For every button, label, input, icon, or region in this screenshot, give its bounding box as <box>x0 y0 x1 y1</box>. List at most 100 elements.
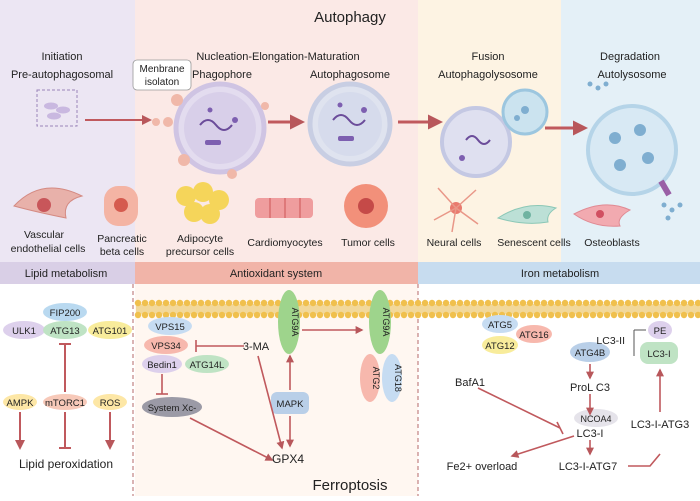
atg18-node <box>382 354 402 402</box>
cell-illustrations <box>13 182 632 233</box>
ros-label: ROS <box>100 398 121 409</box>
atg4b-node <box>570 342 610 362</box>
atg2-node <box>360 354 380 402</box>
vascular-label-1: Vascular <box>24 229 65 241</box>
iron-metabolism-header: Iron metabolism <box>521 268 599 280</box>
pancreatic-label-1: Pancreatic <box>97 233 147 245</box>
ulk1-node <box>3 321 45 339</box>
atg9a-left-label: ATG9A <box>290 308 300 337</box>
autolysosome-label: Autolysosome <box>597 69 666 81</box>
pre-autophagosomal-structure <box>36 89 78 127</box>
phagophore-label: Phagophore <box>192 69 252 81</box>
atg101-node <box>88 321 132 339</box>
autophagolysosome-illustration <box>440 88 549 178</box>
atg16-node <box>516 325 552 343</box>
autolysosome-illustration <box>586 81 683 221</box>
atg14l-node <box>185 355 229 373</box>
lipid-peroxidation-label: Lipid peroxidation <box>19 457 113 471</box>
pe-label: PE <box>654 326 667 337</box>
prol-c3-label: ProL C3 <box>570 382 610 394</box>
autophagy-title: Autophagy <box>314 9 386 26</box>
mtorc1-node <box>43 394 87 410</box>
gpx4-label: GPX4 <box>272 452 304 466</box>
vascular-label-2: endothelial cells <box>11 243 86 255</box>
atg13-label: ATG13 <box>50 326 79 337</box>
membrane-isolation-box <box>132 59 192 91</box>
adipocyte-label-2: precursor cells <box>166 246 234 258</box>
mtorc1-label: mTORC1 <box>45 398 85 409</box>
system-xc-label: System Xc- <box>148 403 197 414</box>
degradation-label: Degradation <box>600 51 660 63</box>
lc3-i-box-label: LC3-I <box>647 349 670 360</box>
pre-autophagosomal-label: Pre-autophagosomal <box>11 69 113 81</box>
antioxidant-header-bar <box>135 262 418 284</box>
autophagolysosome-label: Autophagolysosome <box>438 69 538 81</box>
atg13-node <box>43 321 87 339</box>
vps34-node <box>144 336 188 354</box>
atg9a-left-node <box>278 290 300 354</box>
ampk-node <box>3 394 37 410</box>
ncoa4-node <box>574 409 618 427</box>
vps15-label: VPS15 <box>155 322 185 333</box>
lc3-i-label: LC3-I <box>577 428 604 440</box>
mapk-node <box>271 392 309 414</box>
fe2-overload-label: Fe2+ overload <box>447 461 518 473</box>
senescent-label: Senescent cells <box>497 237 571 249</box>
iron-header-bar <box>418 262 700 284</box>
atg2-label: ATG2 <box>371 367 381 390</box>
atg14l-label: ATG14L <box>190 360 225 371</box>
flow-arrows-top <box>85 114 588 136</box>
lipid-bilayer-membrane <box>134 299 700 319</box>
atg16-label: ATG16 <box>519 330 548 341</box>
fip200-node <box>43 303 87 321</box>
bafa1-label: BafA1 <box>455 377 485 389</box>
ncoa4-label: NCOA4 <box>580 414 611 424</box>
initiation-label: Initiation <box>42 51 83 63</box>
mapk-label: MAPK <box>277 399 305 410</box>
ulk1-label: ULK1 <box>12 326 36 337</box>
system-xc-node <box>142 397 202 417</box>
three-ma-label: 3-MA <box>243 341 270 353</box>
iron-pathway <box>477 315 678 467</box>
atg5-label: ATG5 <box>488 320 512 331</box>
membrane-isolation-label-1: Menbrane <box>139 64 184 75</box>
adipocyte-label-1: Adipocyte <box>177 233 223 245</box>
ros-node <box>93 394 127 410</box>
pe-node <box>648 321 672 339</box>
nucleation-label: Nucleation-Elongation-Maturation <box>196 51 359 63</box>
atg18-label: ATG18 <box>393 364 403 392</box>
ampk-label: AMPK <box>7 398 35 409</box>
lc3-i-box-node <box>640 342 678 364</box>
ferroptosis-title: Ferroptosis <box>312 477 387 494</box>
atg12-label: ATG12 <box>485 341 514 352</box>
osteoblasts-label: Osteoblasts <box>584 237 639 249</box>
membrane-isolation-label-2: isolaton <box>145 77 179 88</box>
antioxidant-pathway <box>142 290 402 461</box>
bedin1-node <box>142 355 182 373</box>
lipid-metabolism-header: Lipid metabolism <box>25 268 108 280</box>
fusion-label: Fusion <box>471 51 504 63</box>
bedin1-label: Bedin1 <box>147 360 177 371</box>
lipid-header-bar <box>0 262 135 284</box>
neural-label: Neural cells <box>427 237 482 249</box>
fip200-label: FIP200 <box>50 308 81 319</box>
vps15-node <box>148 317 192 335</box>
lc3-i-atg3-label: LC3-I-ATG3 <box>631 419 689 431</box>
atg101-label: ATG101 <box>93 326 128 337</box>
lc3-i-atg7-label: LC3-I-ATG7 <box>559 461 617 473</box>
cardiomyocytes-label: Cardiomyocytes <box>247 237 322 249</box>
lc3-ii-label: LC3-II <box>596 335 625 347</box>
atg4b-label: ATG4B <box>575 348 605 359</box>
lipid-pathway <box>3 303 132 450</box>
autophagosome-illustration <box>307 81 393 167</box>
tumor-label: Tumor cells <box>341 237 395 249</box>
autophagosome-label: Autophagosome <box>310 69 390 81</box>
atg12-node <box>482 336 518 354</box>
antioxidant-system-header: Antioxidant system <box>230 268 322 280</box>
atg9a-right-label: ATG9A <box>381 308 391 337</box>
atg5-node <box>482 315 518 333</box>
phagophore-illustration <box>152 81 269 179</box>
atg9a-right-node <box>369 290 391 354</box>
